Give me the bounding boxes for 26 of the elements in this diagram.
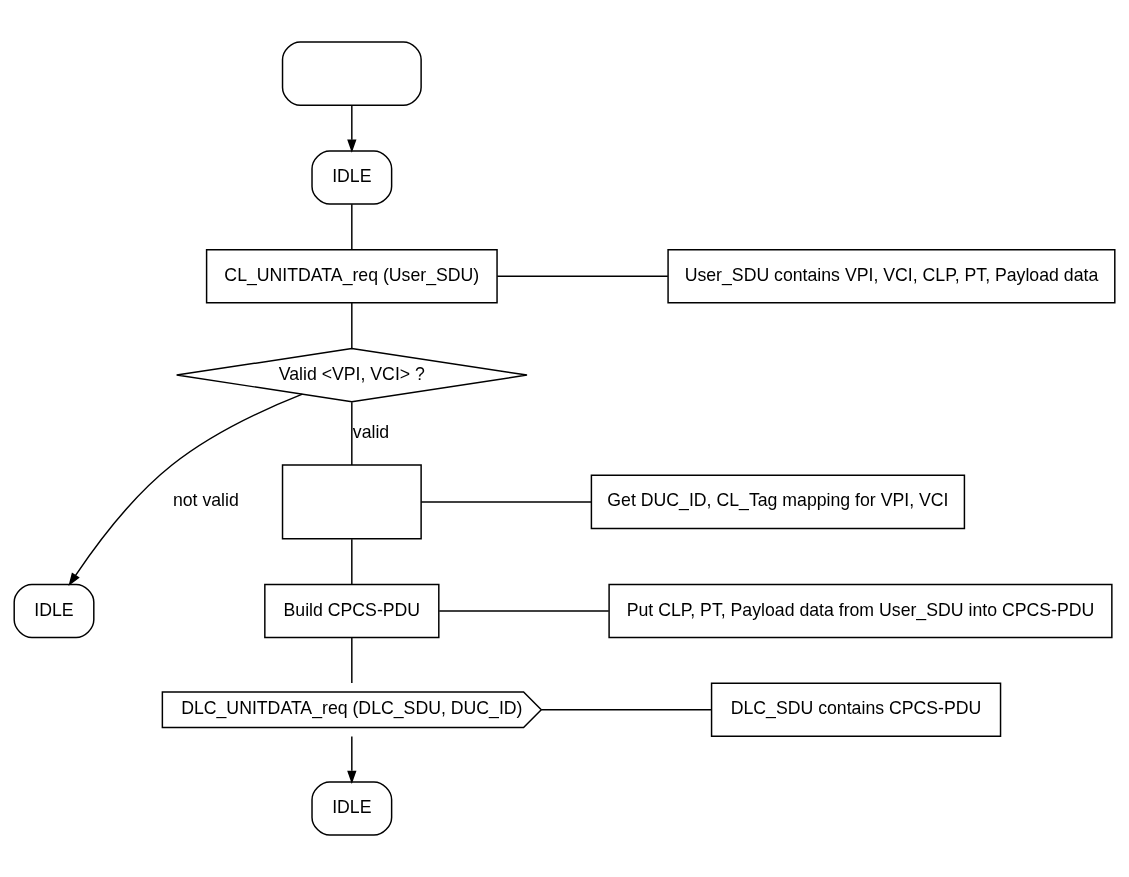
node-oval [281,41,422,107]
connector [351,203,353,251]
node-diamond: Valid <VPI, VCI> ? [175,347,528,403]
arrow [347,735,357,784]
arrow [68,393,304,587]
node-box: IDLE [13,583,95,639]
node-box: DLC_SDU contains CPCS-PDU [710,682,1002,738]
connector [351,302,353,349]
arrow [347,104,357,153]
edge-label: valid [352,421,390,442]
connector [540,709,712,711]
node-box [281,464,422,540]
edge-label: not valid [172,490,239,511]
connector [420,501,592,503]
node-box: IDLE [311,150,393,205]
node-box: User_SDU contains VPI, VCI, CLP, PT, Payload data [667,249,1116,304]
connector [438,610,610,612]
node-box: Put CLP, PT, Payload data from User_SDU into CPCS-PDU [608,583,1113,639]
node-box: CL_UNITDATA_req (User_SDU) [205,249,498,304]
node-box: IDLE [311,781,393,836]
connector [351,401,353,466]
node-box: Build CPCS-PDU [264,583,440,639]
node-box: Get DUC_ID, CL_Tag mapping for VPI, VCI [590,474,966,530]
connector [351,538,353,585]
connector [351,636,353,684]
connector [496,275,669,278]
